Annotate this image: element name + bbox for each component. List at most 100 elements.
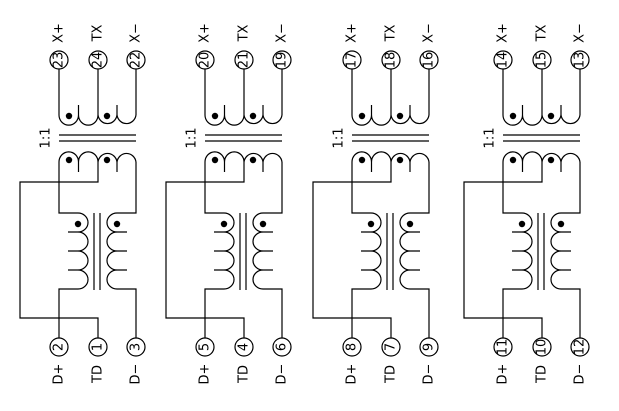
top-winding <box>502 114 581 126</box>
wire <box>204 288 224 338</box>
coil-tap <box>512 231 522 271</box>
wire <box>561 288 581 338</box>
polarity-dot <box>367 220 375 228</box>
polarity-dot <box>396 156 404 164</box>
ratio-label: 1:1 <box>483 128 498 149</box>
pin-label: X− <box>275 23 290 43</box>
pin-label: X− <box>422 23 437 43</box>
pin-label: X+ <box>52 23 67 43</box>
core <box>503 134 580 142</box>
polarity-dot <box>220 220 228 228</box>
polarity-dot <box>211 156 219 164</box>
center-tap-wire <box>165 162 245 338</box>
pin-number: 16 <box>422 52 437 69</box>
winding-tap <box>370 105 411 115</box>
ratio-label: 1:1 <box>185 128 200 149</box>
choke-core <box>239 213 247 290</box>
pin-label: TD <box>384 365 399 384</box>
choke-core <box>386 213 394 290</box>
polarity-dot <box>259 220 267 228</box>
pin-label: D− <box>129 364 144 385</box>
coil-tap <box>68 231 78 271</box>
core <box>59 134 136 142</box>
wire <box>263 288 283 338</box>
pin-label: D+ <box>345 364 360 385</box>
wire <box>58 288 78 338</box>
winding-tap <box>521 105 562 115</box>
polarity-dot <box>547 112 555 120</box>
pin-circle <box>234 337 254 357</box>
polarity-dot <box>249 112 257 120</box>
pin-circle <box>49 337 69 357</box>
wire <box>410 288 430 338</box>
polarity-dot <box>358 156 366 164</box>
choke-core <box>537 213 545 290</box>
pin-label: D− <box>573 364 588 385</box>
pin-label: D− <box>422 364 437 385</box>
bottom-winding <box>58 151 137 163</box>
polarity-dot <box>509 156 517 164</box>
polarity-dot <box>103 112 111 120</box>
pin-circle <box>272 337 292 357</box>
pin-number: 6 <box>275 343 290 351</box>
pin-label: D− <box>275 364 290 385</box>
pin-number: 8 <box>345 343 360 351</box>
pin-number: 22 <box>129 52 144 69</box>
top-winding <box>351 114 430 126</box>
center-tap-wire <box>312 162 392 338</box>
pin-circle <box>532 337 552 357</box>
pin-number: 19 <box>275 52 290 69</box>
ratio-label: 1:1 <box>39 128 54 149</box>
pin-circle <box>570 337 590 357</box>
pin-circle <box>195 337 215 357</box>
pin-number: 14 <box>496 52 511 69</box>
polarity-dot <box>518 220 526 228</box>
ratio-label: 1:1 <box>332 128 347 149</box>
pin-label: X+ <box>496 23 511 43</box>
pin-number: 18 <box>384 52 399 69</box>
pin-number: 11 <box>496 339 511 356</box>
polarity-dot <box>406 220 414 228</box>
polarity-dot <box>249 156 257 164</box>
core <box>205 134 282 142</box>
wire <box>117 288 137 338</box>
pin-number: 9 <box>422 343 437 351</box>
polarity-dot <box>113 220 121 228</box>
pin-label: TX <box>535 24 550 42</box>
pin-label: TD <box>237 365 252 384</box>
pin-label: D+ <box>496 364 511 385</box>
coil-tap <box>361 231 371 271</box>
pin-number: 7 <box>384 343 399 351</box>
pin-label: TX <box>91 24 106 42</box>
polarity-dot <box>509 112 517 120</box>
choke-core <box>93 213 101 290</box>
wire <box>351 288 371 338</box>
pin-number: 1 <box>91 343 106 351</box>
pin-circle <box>88 337 108 357</box>
pin-circle <box>126 337 146 357</box>
bottom-winding <box>351 151 430 163</box>
pin-label: TX <box>237 24 252 42</box>
polarity-dot <box>211 112 219 120</box>
bottom-winding <box>204 151 283 163</box>
polarity-dot <box>358 112 366 120</box>
pin-circle <box>419 337 439 357</box>
bottom-winding <box>502 151 581 163</box>
winding-tap <box>77 105 118 115</box>
wire <box>263 162 283 214</box>
top-winding <box>204 114 283 126</box>
pin-number: 10 <box>535 339 550 356</box>
wire <box>561 162 581 214</box>
pin-label: TD <box>535 365 550 384</box>
pin-number: 2 <box>52 343 67 351</box>
coil-tap <box>561 231 571 271</box>
pin-number: 5 <box>198 343 213 351</box>
pin-number: 21 <box>237 52 252 69</box>
pin-number: 4 <box>237 343 252 351</box>
pin-number: 15 <box>535 52 550 69</box>
pin-number: 13 <box>573 52 588 69</box>
